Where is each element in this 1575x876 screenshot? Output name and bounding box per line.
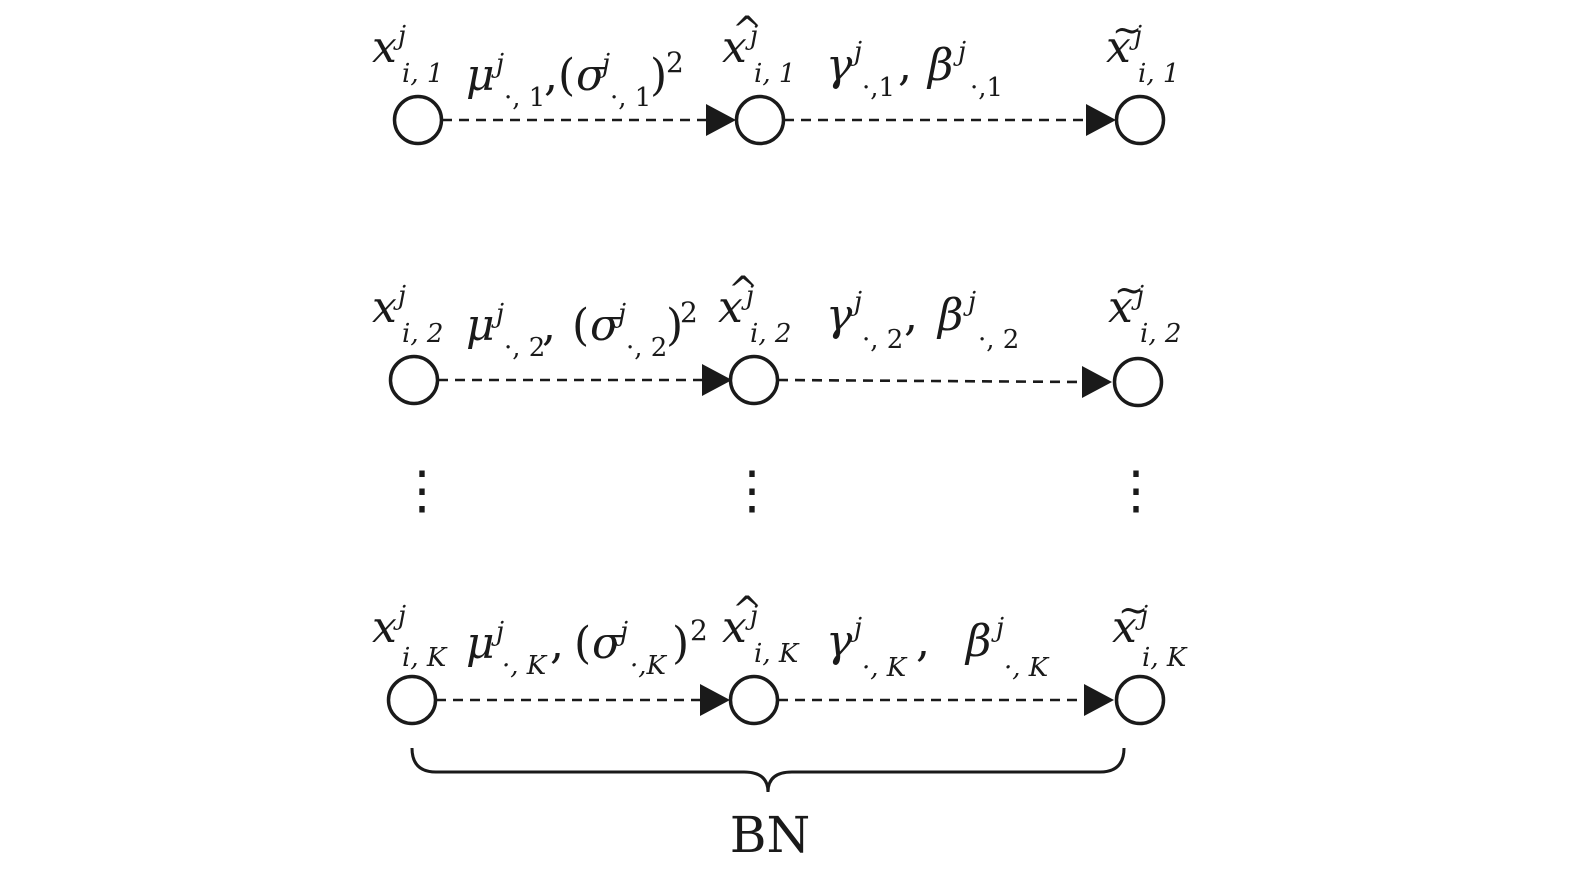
vertical-ellipsis-middle: ⋮	[726, 461, 778, 521]
row-K-output-node	[1114, 674, 1166, 726]
row-K-normalized-node	[728, 674, 780, 726]
row-K-output-label: ~ x j i, K	[1112, 590, 1188, 673]
row-1-edge2-label: γ j ·,1 , β j ·,1	[826, 37, 1003, 103]
row-1-input-node	[392, 94, 444, 146]
row-K: x j i, K μ j ·, K , ( σ j ·,K ) 2 ^ x j …	[372, 590, 1188, 726]
row-K-edge2-label: γ j ·, K , β j ·, K	[826, 613, 1050, 683]
row-K-arrowhead-1	[700, 684, 730, 716]
row-1: x j i, 1 μ j ·, 1 , ( σ j ·, 1 ) 2 ^ x j…	[372, 10, 1179, 146]
row-K-input-node	[386, 674, 438, 726]
vertical-ellipsis-left: ⋮	[396, 461, 448, 521]
row-K-input-label: x j i, K	[372, 601, 448, 673]
row-2-output-label: ~ x j i, 2	[1108, 270, 1181, 349]
bn-brace-group: BN	[410, 747, 1126, 864]
row-2-output-node	[1112, 356, 1164, 408]
row-1-input-label: x j i, 1	[372, 21, 443, 89]
bn-label: BN	[730, 806, 811, 864]
bn-brace	[410, 747, 1126, 793]
row-2-edge1-label: μ j ·, 2 , ( σ j ·, 2 ) 2	[466, 296, 698, 363]
row-2-edge2-label: γ j ·, 2 , β j ·, 2	[826, 287, 1019, 355]
row-K-arrowhead-2	[1084, 684, 1114, 716]
row-1-edge1-label: μ j ·, 1 , ( σ j ·, 1 ) 2	[466, 46, 684, 113]
row-2-normalized-label: ^ x j i, 2	[718, 270, 791, 349]
vertical-ellipsis-group: ⋮ ⋮ ⋮	[396, 461, 1162, 521]
row-1-normalized-label: ^ x j i, 1	[722, 10, 795, 89]
row-2-input-label: x j i, 2	[372, 281, 443, 349]
row-1-output-node	[1114, 94, 1166, 146]
row-2: x j i, 2 μ j ·, 2 , ( σ j ·, 2 ) 2 ^ x j…	[372, 270, 1181, 408]
row-2-input-node	[388, 354, 440, 406]
row-2-edge-normalized-to-output	[777, 378, 1085, 384]
row-1-output-label: ~ x j i, 1	[1106, 10, 1179, 89]
row-1-normalized-node	[734, 94, 786, 146]
vertical-ellipsis-right: ⋮	[1110, 461, 1162, 521]
row-K-normalized-label: ^ x j i, K	[722, 590, 800, 669]
row-2-arrowhead-2	[1082, 366, 1112, 398]
row-2-normalized-node	[728, 354, 780, 406]
row-1-arrowhead-2	[1086, 104, 1116, 136]
row-2-arrowhead-1	[702, 364, 732, 396]
row-K-edge1-label: μ j ·, K , ( σ j ·,K ) 2	[466, 614, 708, 681]
row-1-arrowhead-1	[706, 104, 736, 136]
